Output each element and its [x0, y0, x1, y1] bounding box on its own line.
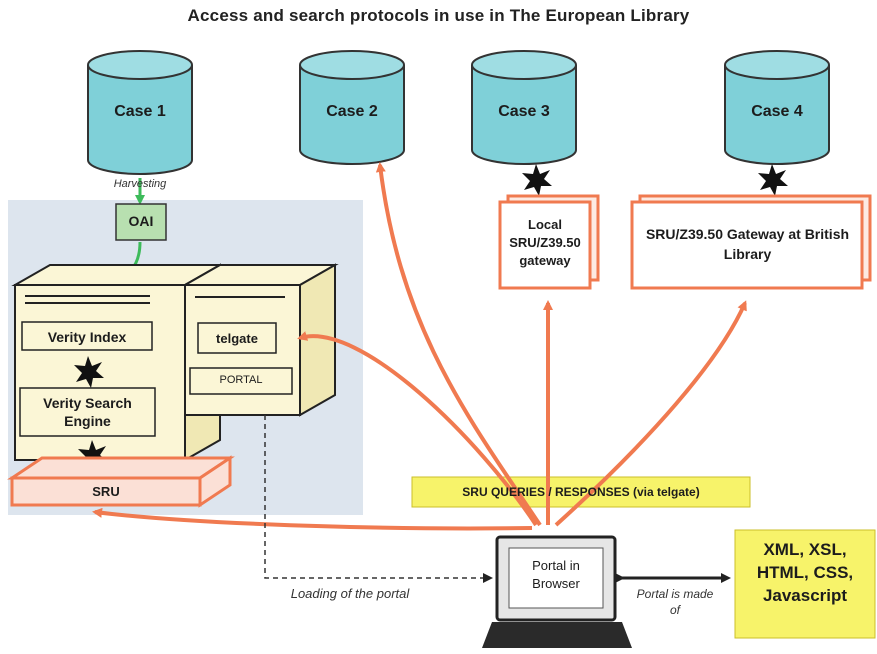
- case-3-label: Case 3: [498, 103, 550, 120]
- oai-label: OAI: [128, 213, 154, 229]
- database-cylinder-case-2: [299, 50, 405, 165]
- star-connector-icon: [74, 356, 104, 388]
- sru-label: SRU: [92, 484, 120, 499]
- technologies-label: XML, XSL, HTML, CSS, Javascript: [756, 540, 854, 605]
- query-arrow-sru: [92, 507, 533, 531]
- star-connector-icon: [522, 164, 552, 196]
- database-cylinder-case-3: [471, 50, 577, 165]
- verity-search-engine-box: [19, 387, 156, 437]
- technologies-box: [734, 529, 876, 639]
- sru-queries-label: SRU QUERIES / RESPONSES (via telgate): [462, 485, 700, 499]
- database-cylinder-case-4: [724, 50, 830, 165]
- loading-portal-line: [264, 415, 493, 583]
- loading-portal-label: Loading of the portal: [290, 586, 410, 601]
- portal-browser-label: Portal in Browser: [532, 558, 580, 591]
- star-connector-icon: [758, 164, 788, 196]
- telgate-label: telgate: [216, 331, 258, 346]
- local-gateway-label: Local SRU/Z39.50 gateway: [509, 217, 581, 268]
- verity-search-engine-label: Verity Search Engine: [43, 395, 132, 429]
- query-arrow-case-2: [375, 162, 542, 527]
- harvesting-label: Harvesting: [113, 178, 167, 190]
- telgate-box: [197, 322, 277, 354]
- verity-index-box: [21, 321, 153, 351]
- portal-made-of-label: Portal is made of: [636, 587, 714, 617]
- query-arrow-bl-gateway: [554, 300, 747, 527]
- local-gateway-box: [498, 194, 600, 290]
- bl-gateway-box: [630, 194, 872, 290]
- oai-box: [115, 203, 167, 241]
- bl-gateway-label: SRU/Z39.50 Gateway at British Library: [645, 226, 850, 262]
- case-2-label: Case 2: [326, 103, 378, 120]
- diagram-title: Access and search protocols in use in Th…: [187, 6, 690, 25]
- case-4-label: Case 4: [751, 103, 803, 120]
- laptop-icon: [482, 535, 632, 648]
- portal-server-label: PORTAL: [219, 374, 263, 386]
- sru-platform: [7, 455, 235, 508]
- portal-server-box: [189, 367, 293, 395]
- query-arrow-telgate: [297, 331, 538, 527]
- database-cylinder-case-1: [87, 50, 193, 175]
- verity-index-label: Verity Index: [47, 329, 127, 345]
- case-1-label: Case 1: [114, 103, 166, 120]
